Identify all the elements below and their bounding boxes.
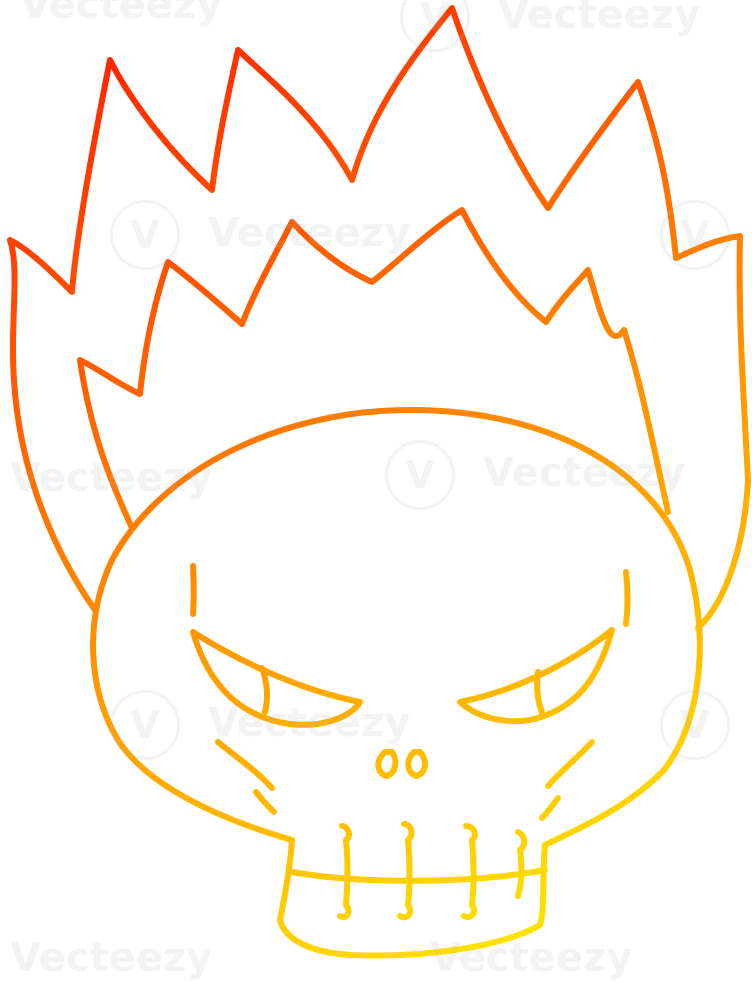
- inner-flame: [77, 207, 671, 531]
- nose-right: [405, 749, 428, 779]
- teeth-line: [289, 867, 548, 884]
- right-cheek-line-2: [539, 795, 561, 821]
- skull-outline: [90, 407, 703, 959]
- nose-left: [375, 749, 399, 779]
- right-eye-detail: [534, 669, 545, 715]
- left-cheek-line: [215, 739, 275, 791]
- tooth-4: [515, 829, 528, 899]
- right-brow-mark: [623, 569, 631, 627]
- outer-flame: [7, 5, 751, 631]
- left-brow-mark: [190, 563, 197, 617]
- right-cheek-line: [545, 739, 595, 789]
- left-eye: [190, 629, 363, 728]
- right-eye: [457, 627, 615, 725]
- tooth-3: [461, 823, 478, 920]
- tooth-2: [397, 821, 415, 921]
- left-eye-detail: [259, 665, 270, 715]
- tooth-1: [337, 823, 352, 920]
- left-cheek-line-2: [253, 789, 277, 815]
